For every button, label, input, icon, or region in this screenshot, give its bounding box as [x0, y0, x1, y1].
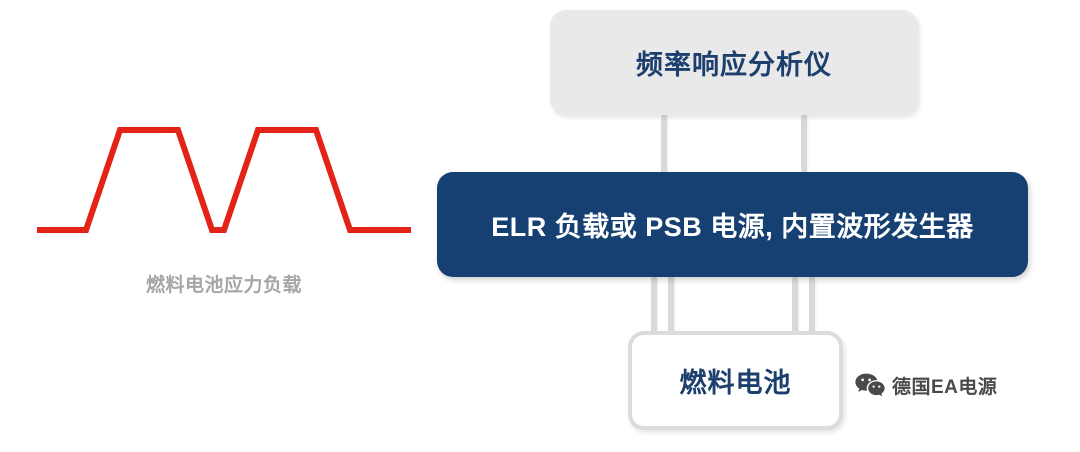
connector-source-right-a	[792, 277, 798, 333]
node-elr-psb-source: ELR 负载或 PSB 电源, 内置波形发生器	[437, 172, 1028, 277]
node-source-label: ELR 负载或 PSB 电源, 内置波形发生器	[491, 212, 974, 242]
wechat-icon	[855, 373, 885, 396]
connector-analyzer-left	[661, 115, 667, 173]
waveform-trace	[37, 127, 411, 233]
node-fuelcell-label: 燃料电池	[679, 368, 792, 398]
wechat-watermark: 德国EA电源	[855, 372, 997, 399]
node-fuel-cell: 燃料电池	[628, 331, 843, 430]
connector-source-left-b	[668, 277, 674, 333]
connector-analyzer-right	[801, 115, 807, 173]
watermark-label: 德国EA电源	[892, 377, 998, 398]
connector-source-right-b	[809, 277, 815, 333]
waveform-caption: 燃料电池应力负载	[145, 275, 302, 296]
connector-source-left-a	[651, 277, 657, 333]
waveform-illustration: 燃料电池应力负载	[28, 108, 420, 296]
node-analyzer-label: 频率响应分析仪	[636, 50, 832, 80]
node-frequency-response-analyzer: 频率响应分析仪	[550, 10, 918, 115]
waveform-svg	[37, 127, 411, 233]
